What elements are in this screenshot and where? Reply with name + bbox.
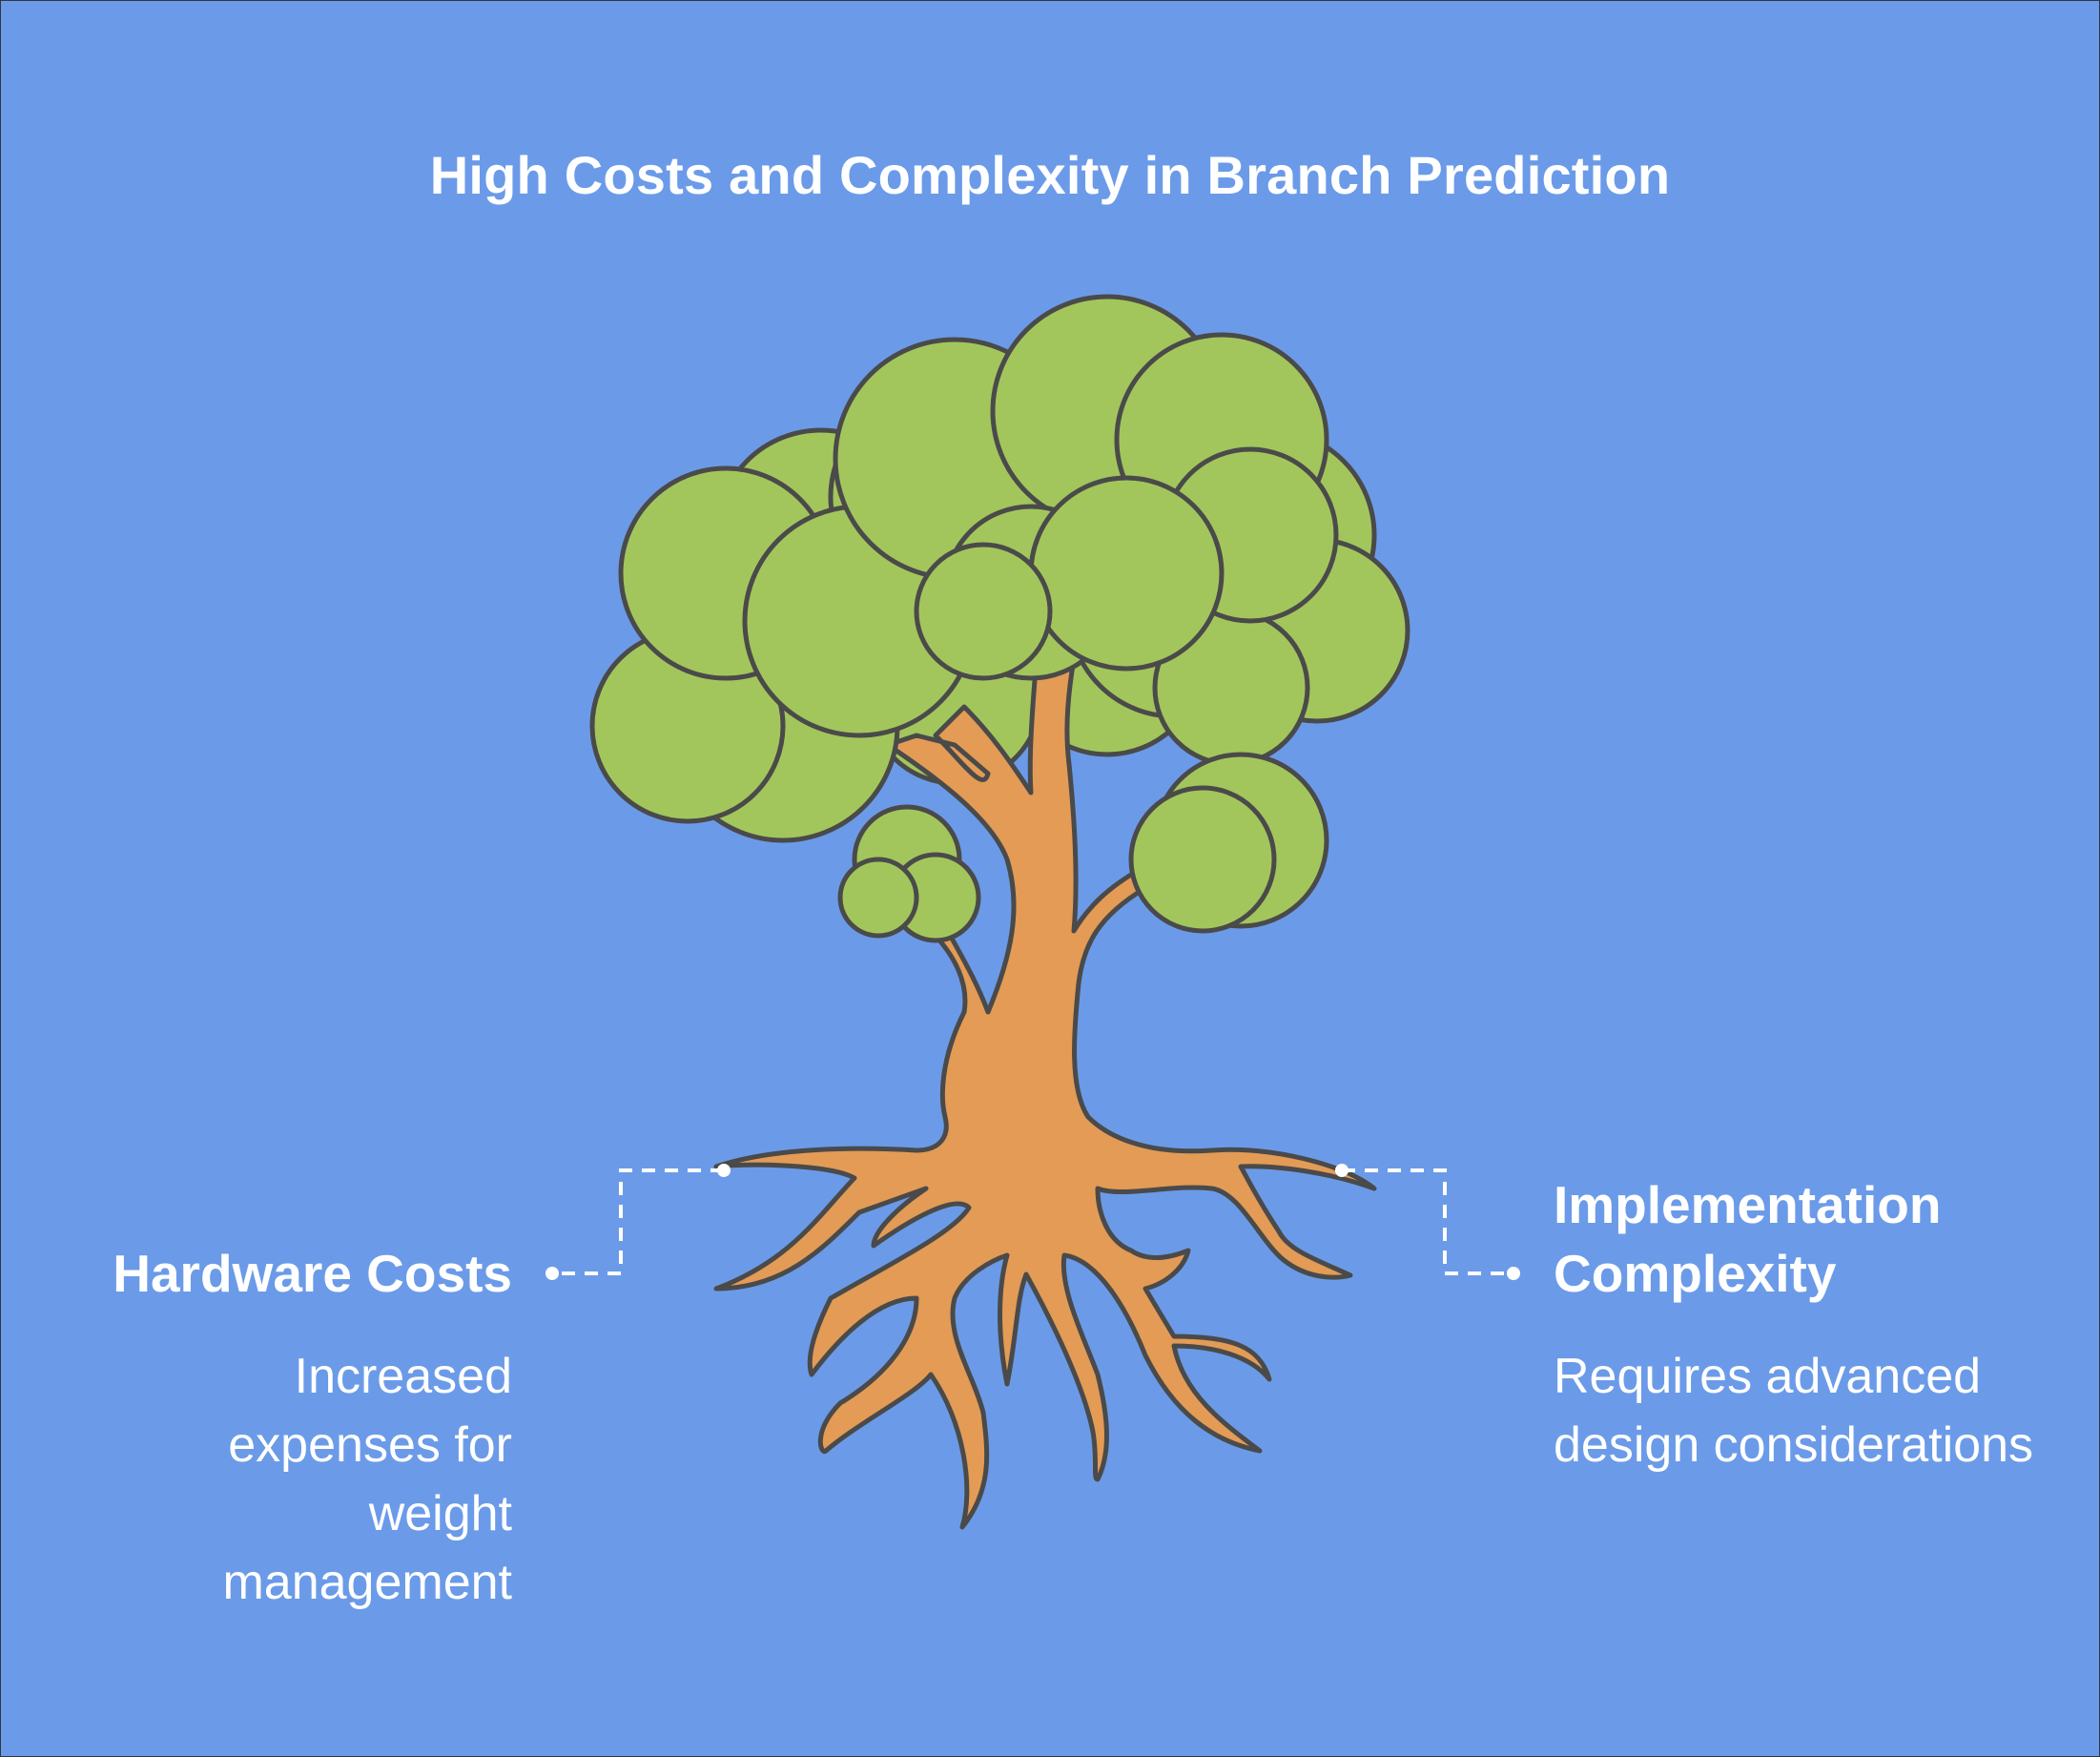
connector-right [1342,1168,1512,1275]
page-title: High Costs and Complexity in Branch Pred… [429,145,1671,205]
connector-right-dots [1335,1164,1520,1280]
callout-description-implementation-complexity: Requires advanced design considerations [1554,1349,2033,1473]
foliage-front [589,294,1339,943]
trunk [713,656,1377,1530]
callout-heading-implementation-complexity: Implementation Complexity [1554,1175,1942,1303]
connector-left [554,1168,724,1275]
connector-left-dots [546,1164,731,1280]
callout-description-hardware-costs: Increased expenses for weight management [222,1349,512,1610]
callout-heading-hardware-costs: Hardware Costs [113,1244,512,1303]
